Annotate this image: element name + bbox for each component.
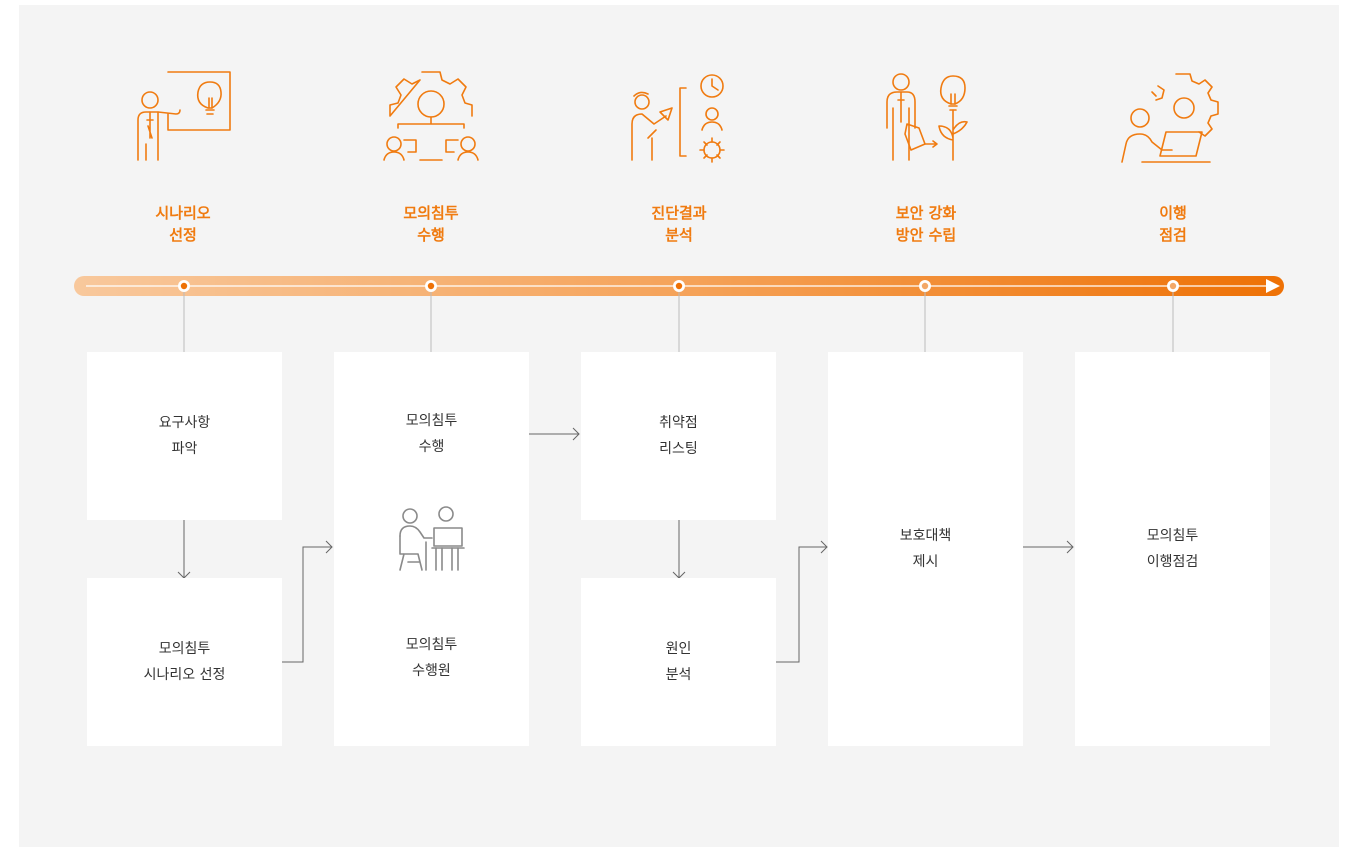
personnel-label: 모의침투 수행원 <box>334 632 529 684</box>
connector-cause-to-measures <box>776 540 828 663</box>
box-line: 모의침투 <box>405 637 458 653</box>
timeline-marker-3 <box>673 280 685 292</box>
box-line: 리스팅 <box>659 441 698 457</box>
step-title-2: 모의침투 수행 <box>331 202 531 246</box>
box-line: 모의침투 <box>405 413 458 429</box>
box-line: 수행 <box>418 439 445 455</box>
laptop-gears-icon <box>1116 68 1226 168</box>
timeline-bar <box>74 276 1284 296</box>
step-title-line: 선정 <box>169 226 197 244</box>
perform-label: 모의침투 수행 <box>334 408 529 460</box>
timeline-marker-4 <box>919 280 931 292</box>
presentation-lightbulb-icon <box>128 68 238 168</box>
gear-team-icon <box>376 68 486 168</box>
analysis-clock-gear-icon <box>624 68 734 168</box>
box-line: 보호대책 <box>899 528 952 544</box>
timeline-arrow-head <box>1266 279 1280 293</box>
timeline-marker-5 <box>1167 280 1179 292</box>
step-title-4: 보안 강화 방안 수립 <box>826 202 1026 246</box>
connector-down-2 <box>672 520 686 579</box>
step-title-line: 모의침투 <box>403 204 459 222</box>
step-title-line: 진단결과 <box>651 204 707 222</box>
growth-lightbulb-plant-icon <box>871 68 981 168</box>
connector-scenario-to-perform <box>282 540 333 663</box>
box-protection-measures: 보호대책 제시 <box>828 352 1023 746</box>
step-title-5: 이행 점검 <box>1073 202 1273 246</box>
connector-measures-to-check <box>1023 540 1074 554</box>
step-title-line: 점검 <box>1159 226 1187 244</box>
box-line: 모의침투 <box>158 641 211 657</box>
step-title-line: 방안 수립 <box>895 226 957 244</box>
step-title-line: 분석 <box>665 226 693 244</box>
box-line: 취약점 <box>659 415 698 431</box>
box-line: 파악 <box>171 441 198 457</box>
box-line: 이행점검 <box>1146 554 1199 570</box>
step-title-line: 이행 <box>1159 204 1187 222</box>
timeline-marker-2 <box>425 280 437 292</box>
box-line: 수행원 <box>412 663 451 679</box>
step-title-line: 수행 <box>417 226 445 244</box>
box-perform: 모의침투 수행 모의침투 수행원 <box>334 352 529 746</box>
box-requirements: 요구사항 파악 <box>87 352 282 520</box>
box-line: 제시 <box>912 554 939 570</box>
step-title-1: 시나리오 선정 <box>83 202 283 246</box>
timeline-marker-1 <box>178 280 190 292</box>
box-implementation-check: 모의침투 이행점검 <box>1075 352 1270 746</box>
connector-down-1 <box>177 520 191 579</box>
box-line: 시나리오 선정 <box>143 667 226 683</box>
workers-at-desk-icon <box>396 502 466 572</box>
step-title-line: 시나리오 <box>155 204 211 222</box>
box-cause-analysis: 원인 분석 <box>581 578 776 746</box>
step-title-3: 진단결과 분석 <box>579 202 779 246</box>
box-line: 모의침투 <box>1146 528 1199 544</box>
box-vuln-listing: 취약점 리스팅 <box>581 352 776 520</box>
box-line: 분석 <box>665 667 692 683</box>
connector-perform-to-vuln <box>529 427 580 441</box>
box-line: 요구사항 <box>158 415 211 431</box>
step-title-line: 보안 강화 <box>895 204 957 222</box>
box-scenario: 모의침투 시나리오 선정 <box>87 578 282 746</box>
box-line: 원인 <box>665 641 692 657</box>
